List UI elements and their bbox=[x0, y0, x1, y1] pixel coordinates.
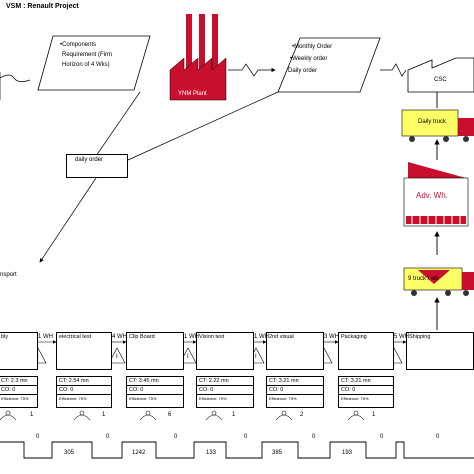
info-flow-right bbox=[380, 63, 407, 77]
data-box-assembly: CT: 2.3 mn CO: 0 Efficience: 75% bbox=[0, 376, 38, 408]
data-box-clip-board: CT: 3.45 mn CO: 0 Efficience: 75% bbox=[126, 376, 184, 408]
process-label: bly bbox=[1, 334, 9, 340]
process-box-clip-board: Clip Board bbox=[126, 332, 184, 370]
timeline-upper-value: 0 bbox=[380, 434, 384, 440]
timeline-ladder bbox=[0, 441, 474, 459]
inventory-mark: I bbox=[37, 354, 39, 360]
wh-label: 1 WH bbox=[254, 334, 269, 340]
changeover: CO: 0 bbox=[127, 386, 183, 395]
operator-count: 2 bbox=[300, 412, 304, 418]
operator-icons bbox=[0, 410, 365, 421]
customer-note-shape bbox=[277, 37, 381, 93]
daily-truck-label: Daily truck bbox=[418, 119, 447, 125]
cycle-time: CT: 3.45 mn bbox=[127, 377, 183, 386]
changeover: CO: 0 bbox=[267, 386, 323, 395]
cycle-time: CT: 3.21 mn bbox=[267, 377, 323, 386]
weekly-truck-label: 9 truck / wk bbox=[408, 276, 439, 282]
warehouse-label: Adv. Wh. bbox=[416, 191, 448, 200]
operator-count: 1 bbox=[232, 412, 236, 418]
timeline-lower-value: 385 bbox=[272, 450, 283, 456]
timeline-upper-value: 0 bbox=[106, 434, 110, 440]
efficiency: Efficience: 75% bbox=[129, 396, 157, 401]
timeline-upper-value: 0 bbox=[312, 434, 316, 440]
timeline-upper-value: 0 bbox=[174, 434, 178, 440]
efficiency: Efficience: 79% bbox=[59, 396, 87, 401]
data-box-vision-test: CT: 2.22 mn CO: 0 Efficience: 79% bbox=[196, 376, 254, 408]
customer-note-line1: •Monthly Order bbox=[292, 44, 333, 50]
changeover: CO: 0 bbox=[57, 386, 111, 395]
diagram-title: VSM : Renault Project bbox=[6, 3, 79, 10]
process-box-2nd-visual: 2nd visual bbox=[266, 332, 324, 370]
changeover: CO: 0 bbox=[197, 386, 253, 395]
process-label: Shipping bbox=[409, 334, 431, 340]
supplier-note-line2: Requirement (Firm bbox=[62, 52, 113, 58]
wh-label: 3 WH bbox=[324, 334, 339, 340]
process-label: Vision test bbox=[199, 334, 225, 340]
cycle-time: CT: 2.54 mn bbox=[57, 377, 111, 386]
process-box-packaging: Packaging bbox=[338, 332, 394, 370]
timeline-upper-value: 0 bbox=[244, 434, 248, 440]
operator-count: 1 bbox=[30, 412, 34, 418]
changeover: CO: 0 bbox=[0, 386, 37, 395]
timeline-lower-value: 305 bbox=[64, 450, 75, 456]
process-label: 2nd visual bbox=[269, 334, 294, 340]
process-box-vision-test: Vision test bbox=[196, 332, 254, 370]
customer-note-line3: Daily order bbox=[288, 68, 318, 74]
info-flow-middle bbox=[228, 63, 276, 77]
inventory-mark: I bbox=[393, 354, 395, 360]
changeover: CO: 0 bbox=[339, 386, 393, 395]
customer-note-line2: •Weekly order bbox=[290, 56, 328, 62]
wh-label: 1 WH bbox=[38, 334, 53, 340]
process-label: Packaging bbox=[341, 334, 367, 340]
inventory-mark: I bbox=[116, 354, 118, 360]
efficiency: Efficience: 75% bbox=[1, 396, 29, 401]
daily-order-label: daily order bbox=[75, 157, 104, 163]
wh-label: 4 WH bbox=[112, 334, 127, 340]
operator-count: 1 bbox=[102, 412, 106, 418]
data-box-electrical-test: CT: 2.54 mn CO: 0 Efficience: 79% bbox=[56, 376, 112, 408]
supplier-note-line3: Horizon of 4 Wks) bbox=[62, 62, 110, 68]
timeline-upper-value: 0 bbox=[436, 434, 440, 440]
cycle-time: CT: 2.22 mn bbox=[197, 377, 253, 386]
customer-building-icon bbox=[407, 57, 474, 93]
transport-label: nsport bbox=[0, 272, 17, 278]
inventory-mark: I bbox=[323, 354, 325, 360]
inventory-mark: I bbox=[187, 354, 189, 360]
timeline-lower-value: 1242 bbox=[132, 450, 146, 456]
process-label: Clip Board bbox=[129, 334, 155, 340]
process-label: electrical test bbox=[59, 334, 92, 340]
data-box-2nd-visual: CT: 3.21 mn CO: 0 Efficience: 79% bbox=[266, 376, 324, 408]
customer-to-daily-order-line bbox=[127, 91, 279, 161]
customer-label: CSC bbox=[434, 77, 447, 83]
data-box-packaging: CT: 3.21 mn CO: 0 Efficience: 75% bbox=[338, 376, 394, 408]
daily-order-box: daily order bbox=[66, 154, 128, 178]
efficiency: Efficience: 75% bbox=[341, 396, 369, 401]
timeline-lower-value: 133 bbox=[206, 450, 217, 456]
process-box-assembly: bly bbox=[0, 332, 38, 370]
factory-icon bbox=[169, 14, 227, 101]
wh-label: 1 WH bbox=[184, 334, 199, 340]
cycle-time: CT: 3.21 mn bbox=[339, 377, 393, 386]
timeline-upper-value: 0 bbox=[36, 434, 40, 440]
inventory-mark: I bbox=[255, 354, 257, 360]
operator-count: 1 bbox=[372, 412, 376, 418]
supplier-to-daily-order-line bbox=[95, 91, 141, 157]
daily-truck-icon bbox=[401, 109, 474, 142]
efficiency: Efficience: 79% bbox=[199, 396, 227, 401]
supplier-label: YNM Plant bbox=[178, 91, 207, 97]
warehouse-icon bbox=[403, 162, 469, 227]
efficiency: Efficience: 79% bbox=[269, 396, 297, 401]
info-flow-left bbox=[0, 74, 31, 82]
process-box-shipping: Shipping bbox=[406, 332, 474, 370]
cycle-time: CT: 2.3 mn bbox=[0, 377, 37, 386]
weekly-truck-icon bbox=[403, 267, 474, 296]
supplier-note-line1: •Components bbox=[60, 42, 97, 48]
timeline-lower-value: 193 bbox=[342, 450, 353, 456]
operator-count: 6 bbox=[168, 412, 172, 418]
supplier-note-shape bbox=[37, 35, 151, 91]
daily-order-to-process-line bbox=[39, 177, 97, 263]
process-box-electrical-test: electrical test bbox=[56, 332, 112, 370]
wh-label: 5 WH bbox=[394, 334, 409, 340]
